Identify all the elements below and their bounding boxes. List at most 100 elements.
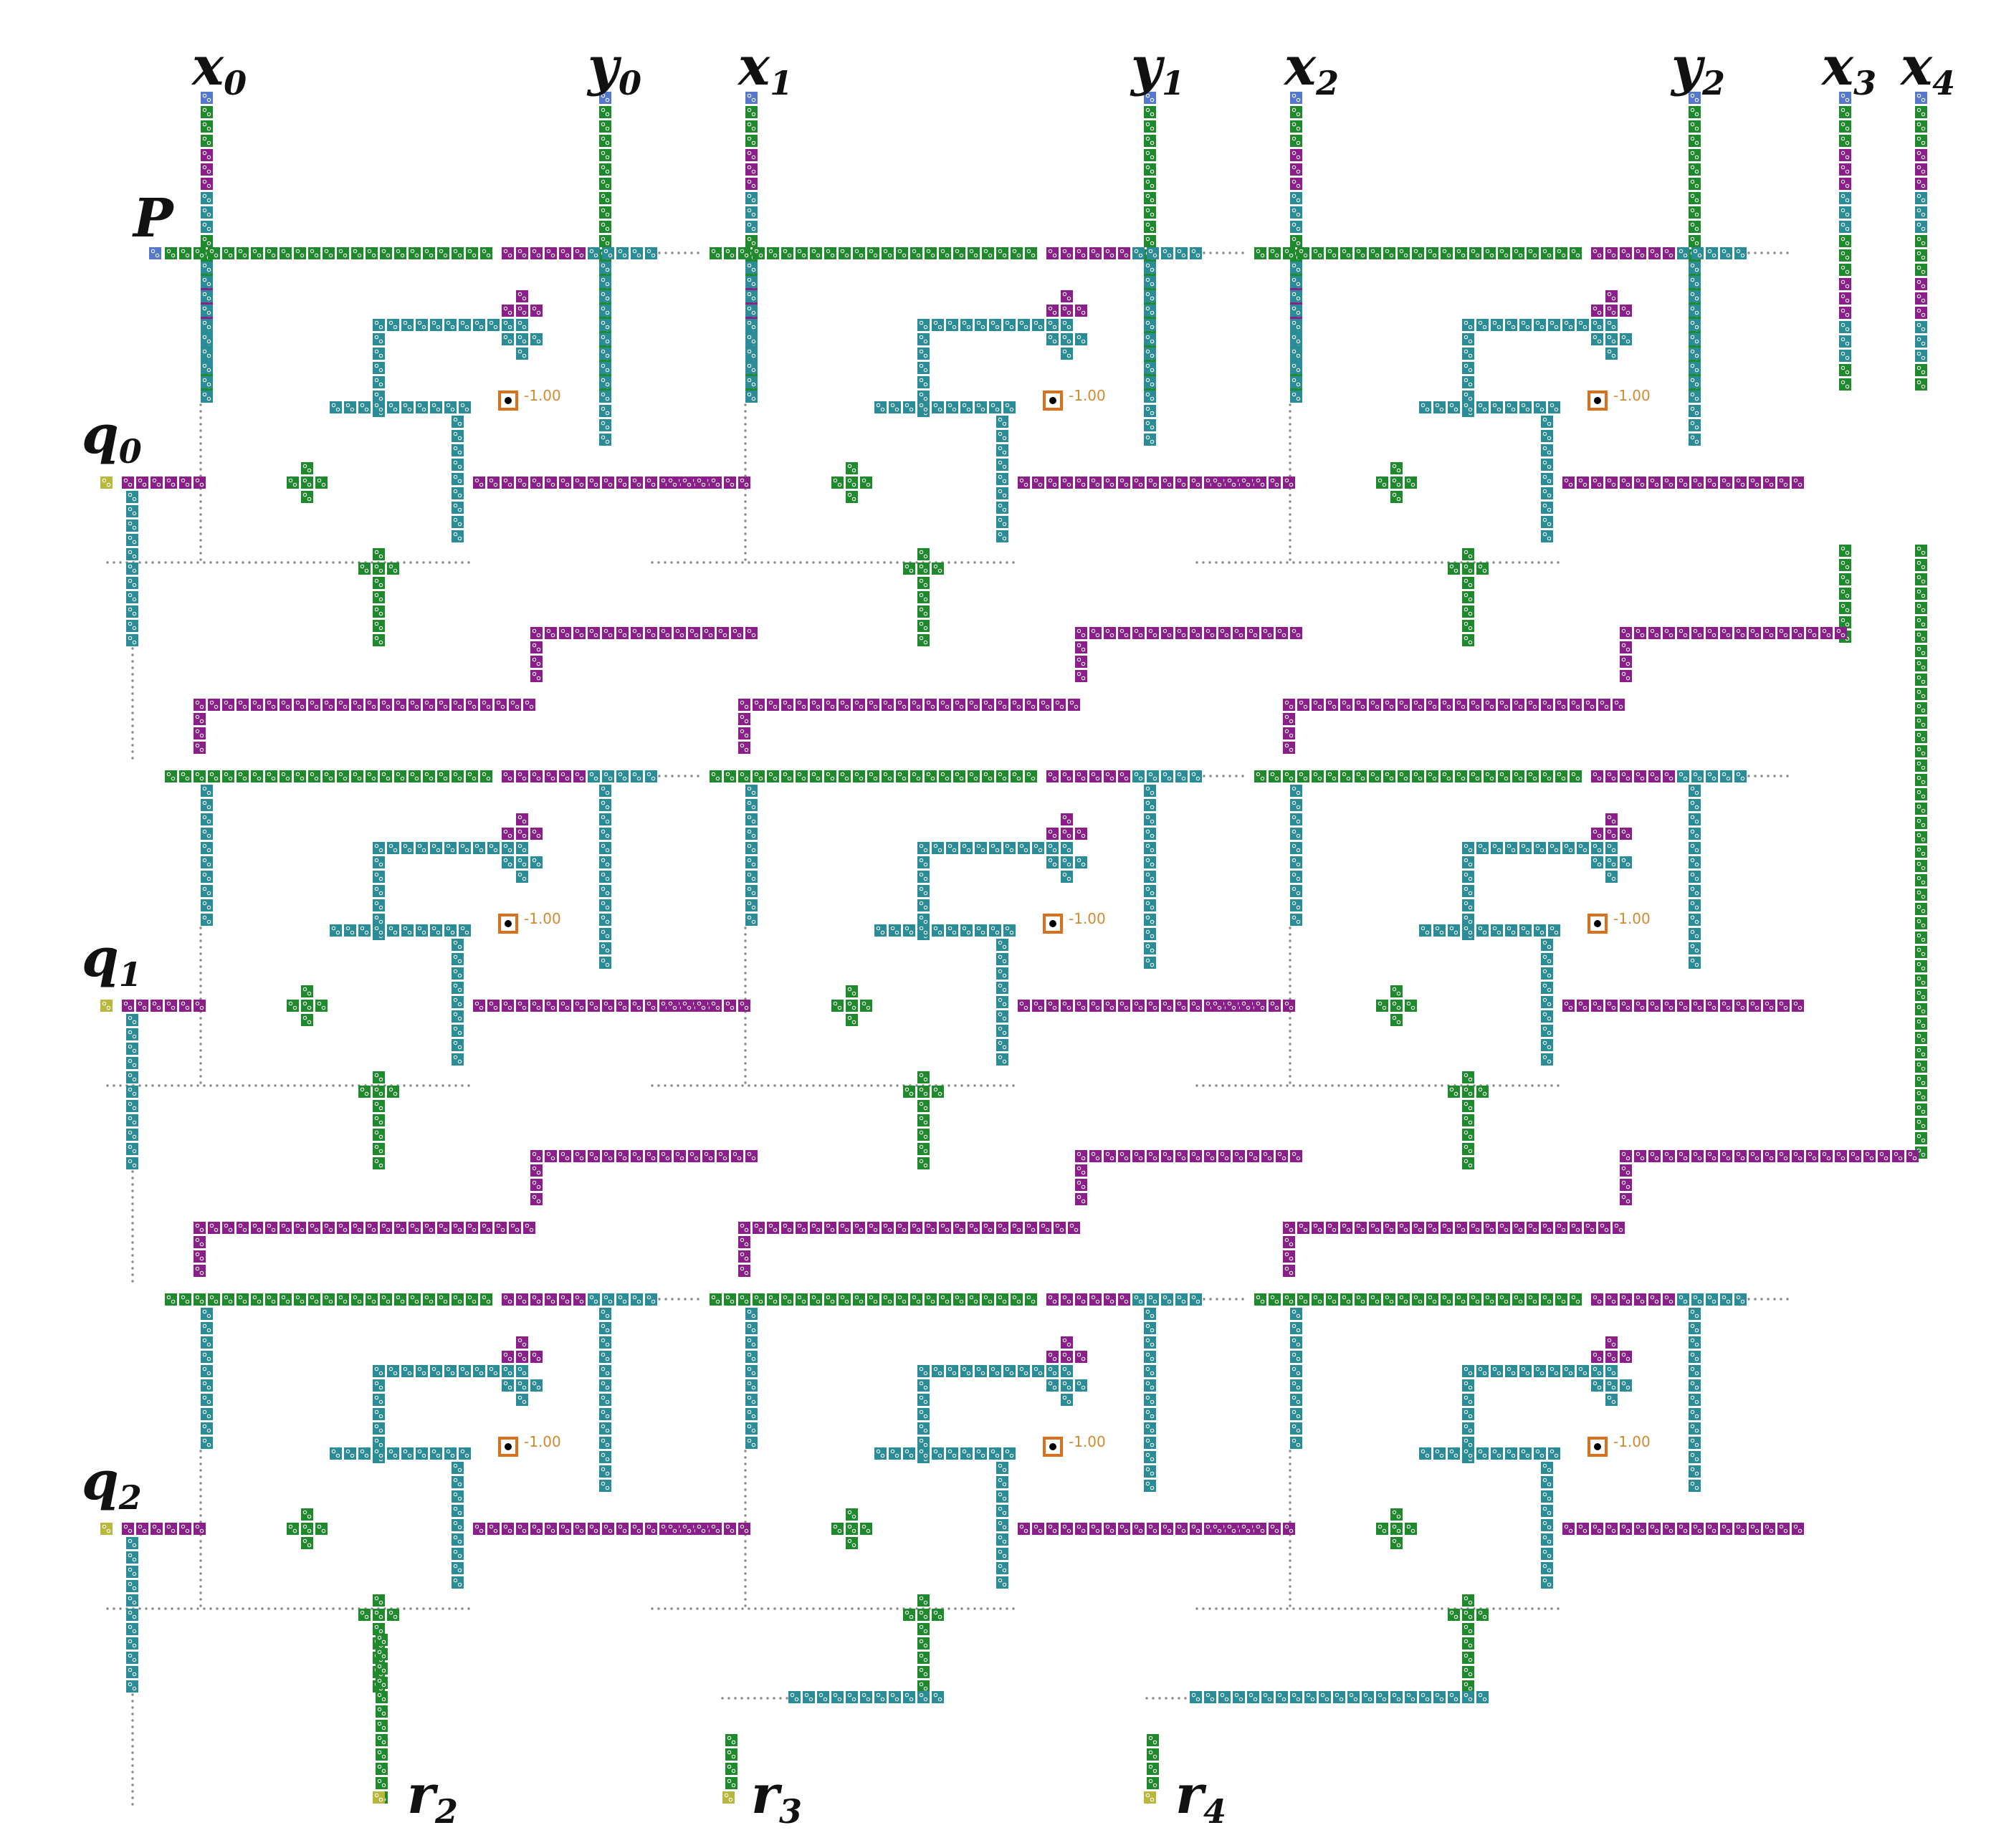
y-column-cell (599, 828, 611, 840)
row-bus-cell (588, 247, 600, 259)
teal-branch-cell (452, 444, 464, 456)
q-bus-cell (602, 477, 614, 489)
teal-branch-cell (452, 430, 464, 442)
row-bus-cell (294, 770, 306, 782)
q-plus-cell (846, 1000, 858, 1012)
column-stub-cell (1290, 856, 1302, 868)
teal-branch-cell (1433, 924, 1446, 937)
teal-branch-cell (416, 319, 428, 331)
r4-wire-cell (1190, 1691, 1202, 1703)
r2-output-cell (376, 1691, 388, 1703)
y-column-cell (1689, 928, 1701, 940)
x4-lane-cell (1915, 1075, 1927, 1087)
y-column-cell (1689, 319, 1701, 331)
teal-branch-cell (1476, 1365, 1489, 1377)
input-wire-cell (1839, 206, 1851, 219)
cross-cluster-cell (1605, 856, 1618, 868)
q-return-cell (126, 591, 138, 603)
y-column-cell (1144, 1322, 1156, 1334)
q-bus-cell (1089, 1000, 1102, 1012)
column-stub-cell (1290, 1394, 1302, 1406)
column-stub-cell (1290, 828, 1302, 840)
teal-branch-cell (452, 1562, 464, 1574)
row-bus-cell (294, 247, 306, 259)
teal-branch-cell (917, 319, 930, 331)
teal-branch-cell (889, 924, 901, 937)
q-bus-cell (1620, 477, 1632, 489)
sum-plus-cell (917, 577, 930, 589)
y-column-cell (1689, 1408, 1701, 1420)
teal-branch-cell (1519, 924, 1532, 937)
row-bus-cell (516, 770, 528, 782)
cross-cluster-cell (1075, 1379, 1087, 1392)
row-bus-cell (631, 1293, 643, 1306)
y-column-cell (599, 856, 611, 868)
x4-carry-cell (1706, 1150, 1718, 1162)
carry-bus-cell (530, 670, 543, 682)
q-bus-cell (136, 477, 148, 489)
carry-bus-cell (1355, 1222, 1367, 1234)
sum-plus-cell (1462, 1071, 1474, 1083)
cross-cluster-cell (1620, 856, 1632, 868)
row-bus-cell (237, 247, 249, 259)
teal-branch-cell (452, 953, 464, 965)
column-stub-cell (745, 333, 758, 345)
teal-branch-cell (996, 967, 1008, 980)
row-bus-cell (1541, 1293, 1553, 1306)
teal-branch-cell (1448, 1447, 1460, 1460)
r2-output-cell (376, 1662, 388, 1675)
row-bus-cell (968, 770, 980, 782)
row-bus-cell (738, 770, 750, 782)
column-stub-cell (745, 842, 758, 854)
teal-branch-cell (1548, 842, 1560, 854)
carry-bus-cell (222, 699, 234, 711)
label-layer: x0 y0 x1 y1 x2 y2 x3 x4 P q0 q1 q2 r2 r3… (82, 36, 1955, 1831)
x4-lane-cell (1915, 1032, 1927, 1044)
carry-bus-cell (882, 699, 894, 711)
q-input-cell (100, 1523, 113, 1535)
teal-branch-cell (459, 1447, 471, 1460)
row-bus-cell (1648, 770, 1661, 782)
teal-branch-cell (1534, 401, 1546, 413)
y-column-cell (599, 1365, 611, 1377)
teal-branch-cell (946, 1365, 958, 1377)
row-bus-cell (1426, 1293, 1438, 1306)
y-column-cell (1144, 842, 1156, 854)
q-input-cell (100, 477, 113, 489)
bias-cell: -1.00 (1043, 387, 1106, 411)
r4-wire-cell (1218, 1691, 1231, 1703)
column-stub-cell (201, 1322, 213, 1334)
input-wire-cell (1915, 221, 1927, 233)
q-plus-cell (846, 985, 858, 997)
input-wire-cell (1839, 235, 1851, 247)
teal-branch-cell (373, 842, 385, 854)
y-column-cell (1689, 333, 1701, 345)
sum-plus-cell (1462, 1623, 1474, 1635)
carry-bus-cell (1075, 641, 1087, 653)
row-bus-cell (1104, 247, 1116, 259)
q-bus-cell (1147, 477, 1159, 489)
q-plus-cell (301, 462, 313, 474)
row-bus-cell (925, 770, 937, 782)
carry-bus-cell (523, 1222, 535, 1234)
sum-plus-cell (1476, 1086, 1489, 1098)
row-bus-cell (1011, 770, 1023, 782)
bus-gap-dots (658, 1298, 700, 1301)
y-column-cell (1689, 1394, 1701, 1406)
carry-bus-cell (982, 1222, 994, 1234)
teal-branch-cell (452, 1490, 464, 1503)
column-stub-cell (1290, 290, 1302, 302)
sum-out-cell (917, 1666, 930, 1678)
input-wire-cell (1839, 163, 1851, 176)
row-bus-cell (337, 1293, 349, 1306)
teal-branch-cell (416, 401, 428, 413)
carry-bus-cell (1089, 627, 1102, 639)
cross-cluster-cell (530, 1351, 543, 1363)
cross-cluster-cell (530, 305, 543, 317)
carry-bus-cell (738, 742, 750, 754)
sum-out-cell (1462, 634, 1474, 646)
label-r2: r2 (407, 1764, 458, 1831)
row-bus-cell (1677, 247, 1689, 259)
y-column-cell (1144, 419, 1156, 431)
loop-dots (1289, 927, 1291, 1084)
